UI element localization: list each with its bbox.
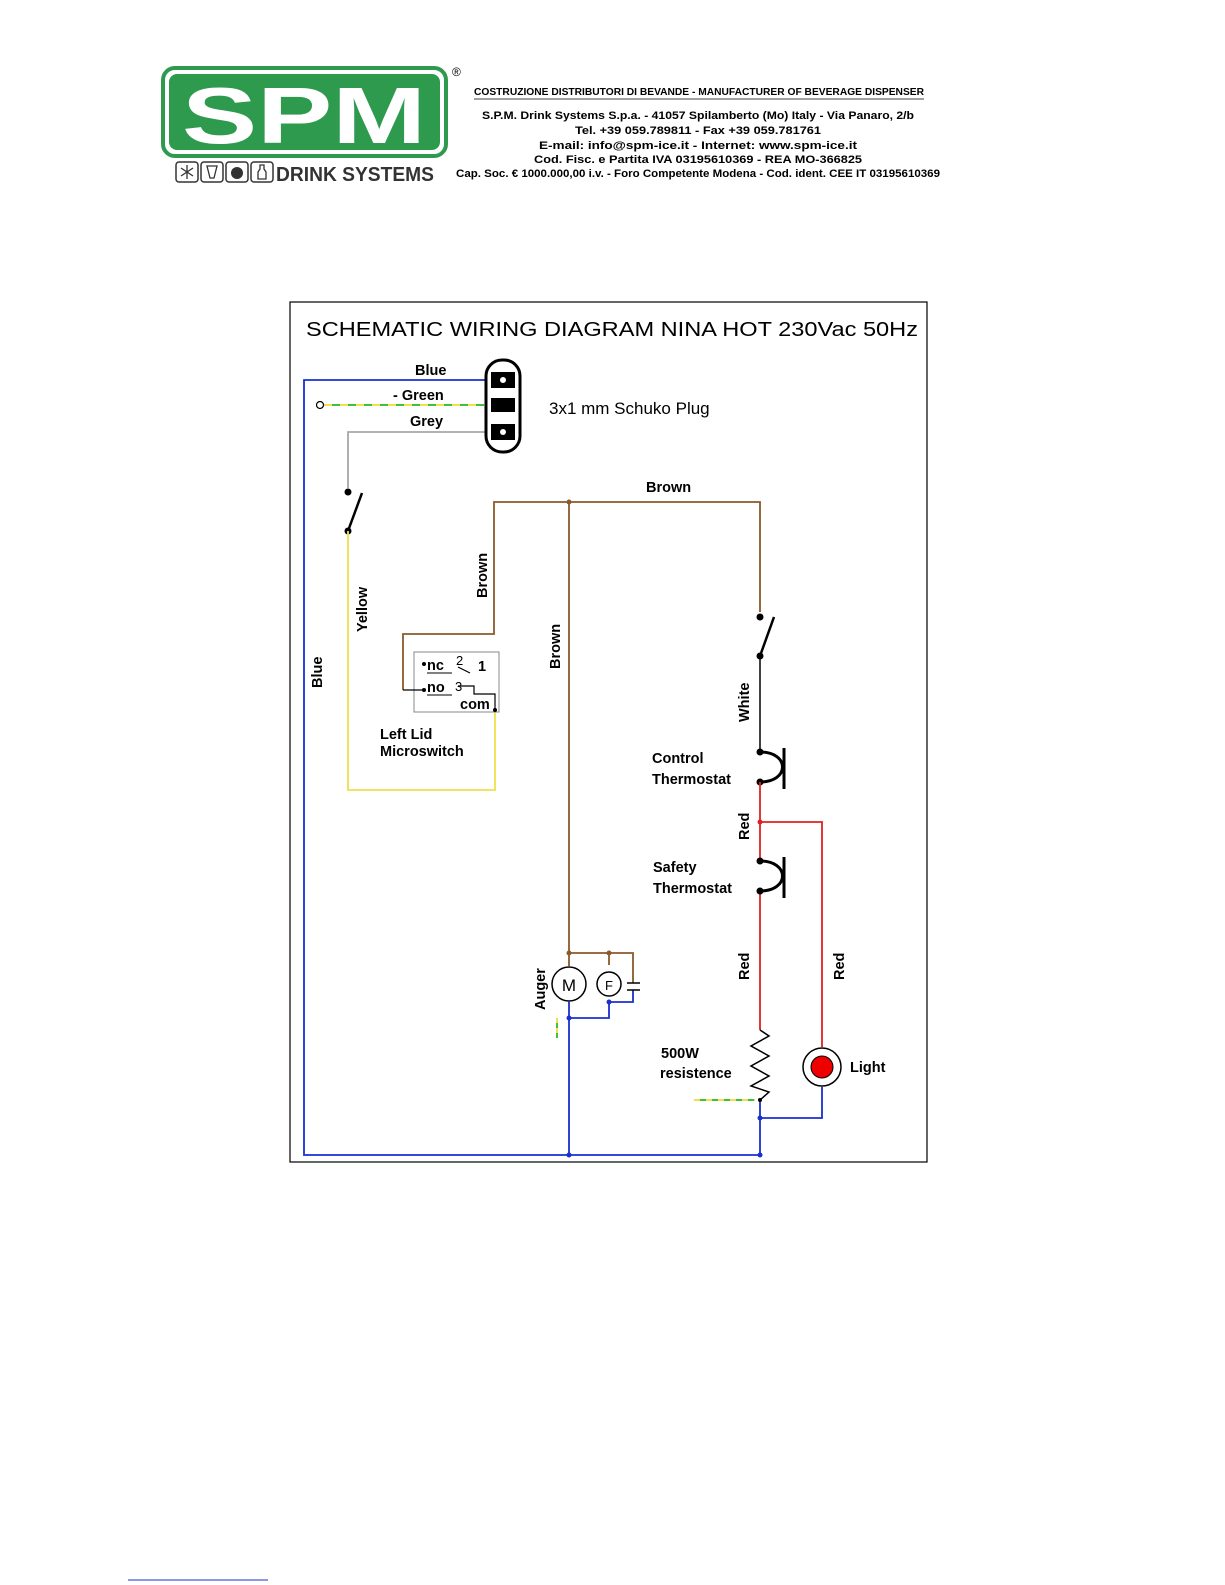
company-phone: Tel. +39 059.789811 - Fax +39 059.781761 (575, 125, 821, 137)
microswitch-pin-3: 3 (455, 679, 462, 694)
heater-resistance (749, 1029, 771, 1101)
safety-thermostat-label-line2: Thermostat (653, 881, 732, 897)
fan-symbol: F (605, 978, 613, 993)
red-wire-light (760, 821, 823, 1047)
microswitch-lever (458, 685, 496, 710)
microswitch-pin-2: 2 (456, 653, 463, 668)
blue-fan-capacitor-wire (609, 990, 634, 1003)
microswitch-label-line1: Left Lid (380, 727, 432, 743)
diagram-title: SCHEMATIC WIRING DIAGRAM NINA HOT 230Vac… (306, 319, 918, 341)
logo-fill (169, 74, 440, 150)
label-grey: Grey (410, 414, 443, 430)
blue-junction-bottom-right (757, 1152, 763, 1158)
company-tagline: COSTRUZIONE DISTRIBUTORI DI BEVANDE - MA… (474, 87, 925, 98)
label-blue-left: Blue (310, 657, 326, 688)
label-blue-top: Blue (415, 363, 446, 379)
blue-junction-bottom-mid (566, 1152, 572, 1158)
control-thermostat (756, 748, 786, 789)
plug-label: 3x1 mm Schuko Plug (549, 399, 710, 418)
bottle-icon (250, 161, 274, 183)
microswitch-label-line2: Microswitch (380, 744, 464, 760)
microswitch-com: com (460, 697, 490, 713)
company-capital: Cap. Soc. € 1000.000,00 i.v. - Foro Comp… (456, 168, 940, 180)
microswitch-pin-1: 1 (478, 659, 486, 675)
blue-motor-wire (568, 1002, 610, 1155)
yellow-wire (347, 531, 496, 791)
cup-icon (225, 161, 249, 183)
microswitch-nc: nc (427, 658, 444, 674)
label-green: - Green (393, 388, 444, 404)
main-switch (344, 488, 364, 535)
label-auger: Auger (533, 968, 549, 1010)
label-brown-left: Brown (475, 553, 491, 598)
microswitch-body (413, 651, 500, 713)
schuko-plug (484, 358, 522, 454)
resistance-label-line2: resistence (660, 1066, 732, 1082)
label-red-upper: Red (737, 813, 753, 840)
microswitch-no: no (427, 680, 445, 696)
earth-terminal (315, 400, 325, 410)
brand-subline: DRINK SYSTEMS (276, 164, 434, 186)
resistance-label-line1: 500W (661, 1046, 699, 1062)
indicator-light (802, 1047, 842, 1087)
label-white: White (737, 683, 753, 722)
motor-symbol: M (562, 976, 576, 995)
light-label: Light (850, 1060, 886, 1076)
glass-icon (200, 161, 224, 183)
label-red-lower: Red (737, 953, 753, 980)
red-junction (757, 819, 763, 825)
brown-fan-capacitor-wire (609, 952, 634, 983)
fan-motor: F (596, 971, 622, 997)
label-red-right: Red (832, 953, 848, 980)
label-yellow: Yellow (355, 586, 371, 632)
auger-motor: M (551, 966, 587, 1018)
brown-junction-fan (606, 950, 612, 956)
brown-junction-motor (566, 950, 572, 956)
fan-capacitor (627, 982, 640, 991)
resistance-terminal (758, 1098, 762, 1102)
grey-phase-wire (347, 431, 485, 488)
lid-microswitch: nc no com 2 1 3 (403, 651, 500, 713)
label-brown-top: Brown (646, 480, 691, 496)
logo-text: SPM (182, 71, 426, 160)
brown-motor-wire (568, 502, 610, 965)
company-tax-id: Cod. Fisc. e Partita IVA 03195610369 - R… (534, 154, 862, 166)
blue-junction-fan (606, 999, 612, 1005)
spm-logo: SPM ® DRINK SYSTEMS (161, 65, 461, 186)
brown-junction-top (566, 499, 572, 505)
label-brown-center: Brown (548, 624, 564, 669)
logo-icons-row (175, 161, 274, 183)
snowflake-icon (175, 161, 199, 183)
registered-mark: ® (452, 65, 461, 79)
control-thermostat-label-line1: Control (652, 751, 704, 767)
wiring-diagram: SCHEMATIC WIRING DIAGRAM NINA HOT 230Vac… (289, 301, 928, 1163)
company-email: E-mail: info@spm-ice.it - Internet: www.… (539, 140, 857, 152)
safety-thermostat (756, 857, 786, 898)
company-address: S.P.M. Drink Systems S.p.a. - 41057 Spil… (482, 110, 914, 122)
brown-main-wire (402, 501, 761, 690)
safety-thermostat-label-line1: Safety (653, 860, 697, 876)
company-info: COSTRUZIONE DISTRIBUTORI DI BEVANDE - MA… (456, 87, 940, 180)
control-thermostat-label-line2: Thermostat (652, 772, 731, 788)
logo-frame (161, 66, 448, 158)
blue-junction-resistance (757, 1115, 763, 1121)
